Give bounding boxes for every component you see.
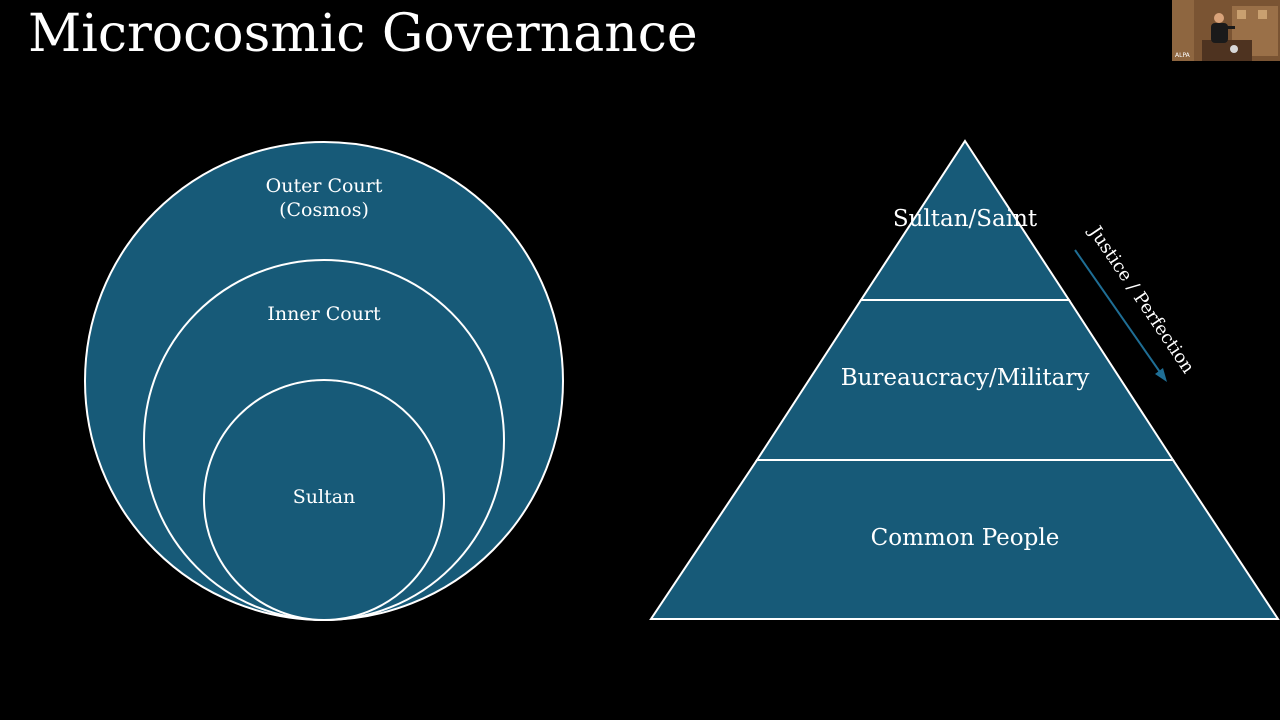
hierarchy-pyramid-diagram: Sultan/Saint Bureaucracy/Military Common… bbox=[649, 139, 1280, 620]
webcam-caption: ALPA bbox=[1175, 52, 1190, 59]
pyramid-bottom-tier bbox=[649, 459, 1280, 620]
speaker-webcam-thumbnail: ALPA bbox=[1172, 0, 1280, 61]
pyramid-top-label: Sultan/Saint bbox=[893, 206, 1038, 232]
sultan-circle bbox=[203, 379, 445, 621]
inner-court-label: Inner Court bbox=[267, 303, 381, 325]
slide-title: Microcosmic Governance bbox=[28, 4, 698, 64]
outer-court-label: Outer Court bbox=[266, 175, 383, 197]
speaker-video-frame bbox=[1172, 0, 1280, 61]
pyramid-bottom-label: Common People bbox=[871, 525, 1060, 551]
court-circles-diagram: Outer Court (Cosmos) Inner Court Sultan bbox=[84, 141, 564, 621]
outer-court-sublabel: (Cosmos) bbox=[279, 199, 369, 221]
pyramid-middle-label: Bureaucracy/Military bbox=[841, 365, 1090, 391]
justice-perfection-arrow bbox=[1074, 249, 1167, 382]
sultan-label: Sultan bbox=[293, 486, 356, 508]
